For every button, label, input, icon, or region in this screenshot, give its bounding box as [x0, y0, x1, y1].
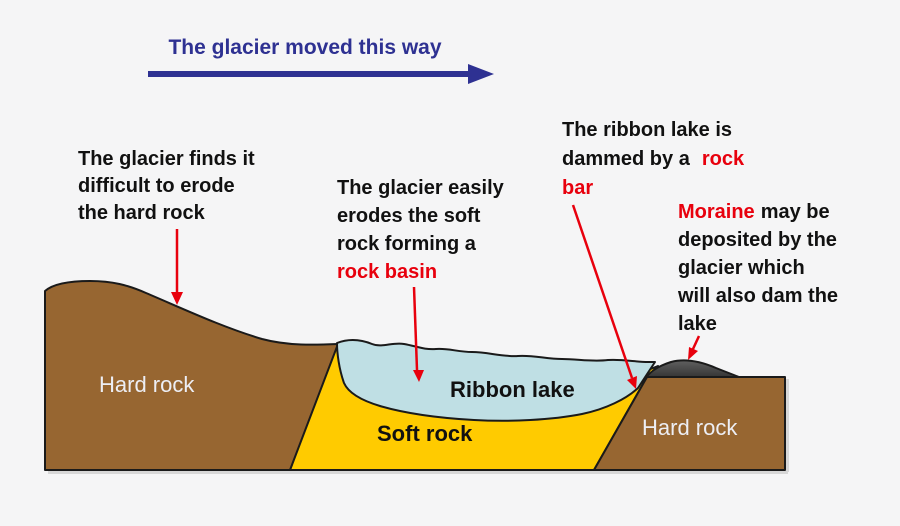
soft-rock-label: Soft rock — [377, 421, 473, 446]
hard-rock-left-label: Hard rock — [99, 372, 195, 397]
callout-text-highlight: rock — [701, 148, 745, 170]
callout-text-highlight: Moraine — [678, 201, 755, 223]
moraine-arrow — [688, 335, 701, 360]
callout-line: erodes the soft — [337, 205, 481, 227]
callout-line: The ribbon lake is — [562, 119, 733, 141]
callout-line: dammed by a rock — [562, 145, 744, 174]
callout-line: The glacier finds it — [78, 148, 255, 170]
callout-line: rock forming a — [337, 233, 476, 255]
moraine-shape — [642, 359, 740, 384]
callout-line: deposited by the — [678, 229, 837, 251]
hard-rock-left-shape — [44, 280, 339, 471]
callout-line: will also dam the — [678, 285, 839, 307]
ribbon-lake-label: Ribbon lake — [450, 377, 575, 402]
hard-rock-arrow — [171, 229, 183, 305]
rock-bar-arrow — [571, 204, 637, 389]
terrain — [44, 280, 786, 471]
base-shadow — [48, 471, 788, 474]
side-shadow — [786, 379, 789, 472]
rock-basin-arrow — [412, 286, 424, 382]
callout-line: difficult to erode — [78, 175, 235, 197]
callout-arrows — [171, 204, 701, 389]
hard-rock-right-label: Hard rock — [642, 415, 738, 440]
callout-line: glacier which — [678, 257, 805, 279]
callout-line-highlight: bar — [562, 177, 594, 199]
callout-text: dammed by a — [562, 148, 690, 170]
rock-basin-callout: The glacier easily erodes the soft rock … — [337, 174, 504, 286]
callout-text: may be — [760, 201, 830, 223]
callout-line: lake — [678, 313, 717, 335]
callout-line-highlight: rock basin — [337, 261, 438, 283]
glacier-direction-arrow — [148, 64, 494, 84]
rock-bar-callout: The ribbon lake is dammed by a rock bar — [562, 116, 744, 203]
callout-line: the hard rock — [78, 202, 205, 224]
hard-rock-callout: The glacier finds it difficult to erode … — [78, 146, 255, 227]
diagram-title: The glacier moved this way — [168, 36, 442, 59]
callout-line: The glacier easily — [337, 177, 504, 199]
